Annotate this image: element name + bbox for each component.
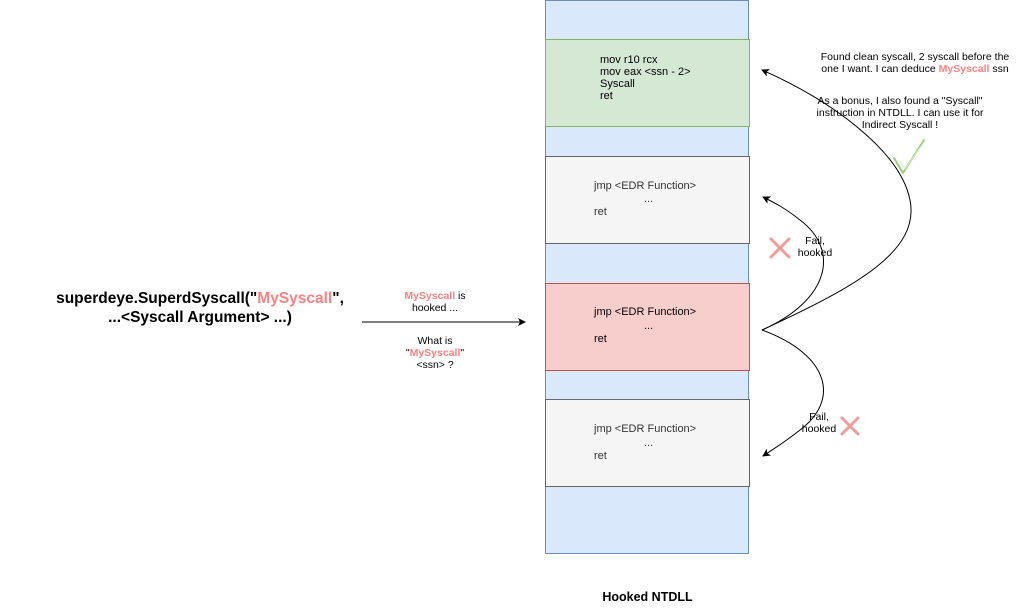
call-line-2: ...<Syscall Argument> ...) <box>108 309 292 326</box>
clean-syscall-block: mov r10 rcx mov eax <ssn - 2> Syscall re… <box>545 39 750 127</box>
hooked-note-name: MySyscall <box>404 290 456 302</box>
superdsyscall-call-text: superdeye.SuperdSyscall("MySyscall", ...… <box>20 289 380 327</box>
ssn-question-name: MySyscall <box>409 347 461 359</box>
cross-mark-icon <box>769 237 791 259</box>
target-code-line-3: ret <box>594 333 607 345</box>
hooked-note: MySyscall is hooked ... <box>385 290 485 314</box>
hooked-note-line-2: hooked ... <box>411 302 459 314</box>
target-code-line-1: jmp <EDR Function> <box>594 306 697 318</box>
bonus-line-1: As a bonus, I also found a "Syscall" <box>817 95 983 107</box>
hooked-2-code-line-3: ret <box>594 450 607 462</box>
found-clean-syscall-note: Found clean syscall, 2 syscall before th… <box>795 51 1024 75</box>
hooked-1-code-line-2: ... <box>644 193 654 205</box>
ssn-question-open-quote: " <box>405 347 410 359</box>
found-syscall-name: MySyscall <box>938 63 990 75</box>
fail-2-line-2: hooked <box>801 423 837 435</box>
clean-code-line-1: mov r10 rcx <box>600 54 658 66</box>
target-code-line-2: ... <box>644 320 654 332</box>
call-prefix: superdeye.SuperdSyscall(" <box>56 290 258 307</box>
arrow-to-upper-hooked-block <box>761 196 824 331</box>
arrow-to-clean-block <box>761 69 912 331</box>
check-mark-icon-inner <box>898 144 923 170</box>
hooked-ntdll-caption: Hooked NTDLL <box>602 590 693 604</box>
bonus-line-3: Indirect Syscall ! <box>861 119 939 131</box>
check-mark-icon <box>893 139 925 174</box>
hooked-2-code-line-2: ... <box>644 437 654 449</box>
clean-code-line-4: ret <box>600 90 613 102</box>
call-syscall-name: MySyscall <box>257 290 333 307</box>
ssn-question-line-3: <ssn> ? <box>416 359 454 371</box>
ssn-question-close-quote: " <box>460 347 465 359</box>
clean-code-line-2: mov eax <ssn - 2> <box>600 66 691 78</box>
clean-code-line-3: Syscall <box>600 78 635 90</box>
hooked-note-text: is <box>455 290 466 302</box>
bonus-syscall-note: As a bonus, I also found a "Syscall" ins… <box>800 95 1000 131</box>
found-line-2a: one I want. I can deduce <box>821 63 939 75</box>
found-line-1: Found clean syscall, 2 syscall before th… <box>820 51 1010 63</box>
hooked-1-code-line-3: ret <box>594 206 607 218</box>
hooked-syscall-block-upper: jmp <EDR Function> ... ret <box>545 156 750 244</box>
hooked-1-code-line-1: jmp <EDR Function> <box>594 180 697 192</box>
hooked-2-code-line-1: jmp <EDR Function> <box>594 423 697 435</box>
hooked-syscall-block-lower: jmp <EDR Function> ... ret <box>545 399 750 487</box>
fail-hooked-note-lower: Fail, hooked <box>796 411 842 435</box>
found-line-2b: ssn <box>989 63 1009 75</box>
target-syscall-block: jmp <EDR Function> ... ret <box>545 283 750 371</box>
bonus-line-2: instruction in NTDLL. I can use it for <box>816 107 984 119</box>
ssn-question-line-1: What is <box>417 335 453 347</box>
call-suffix: ", <box>332 290 344 307</box>
arrow-to-lower-hooked-block <box>761 329 825 457</box>
fail-2-line-1: Fail, <box>809 411 829 423</box>
ssn-question-note: What is "MySyscall" <ssn> ? <box>385 335 485 371</box>
call-line-1: superdeye.SuperdSyscall("MySyscall", <box>20 289 380 308</box>
cross-mark-icon <box>840 416 860 436</box>
